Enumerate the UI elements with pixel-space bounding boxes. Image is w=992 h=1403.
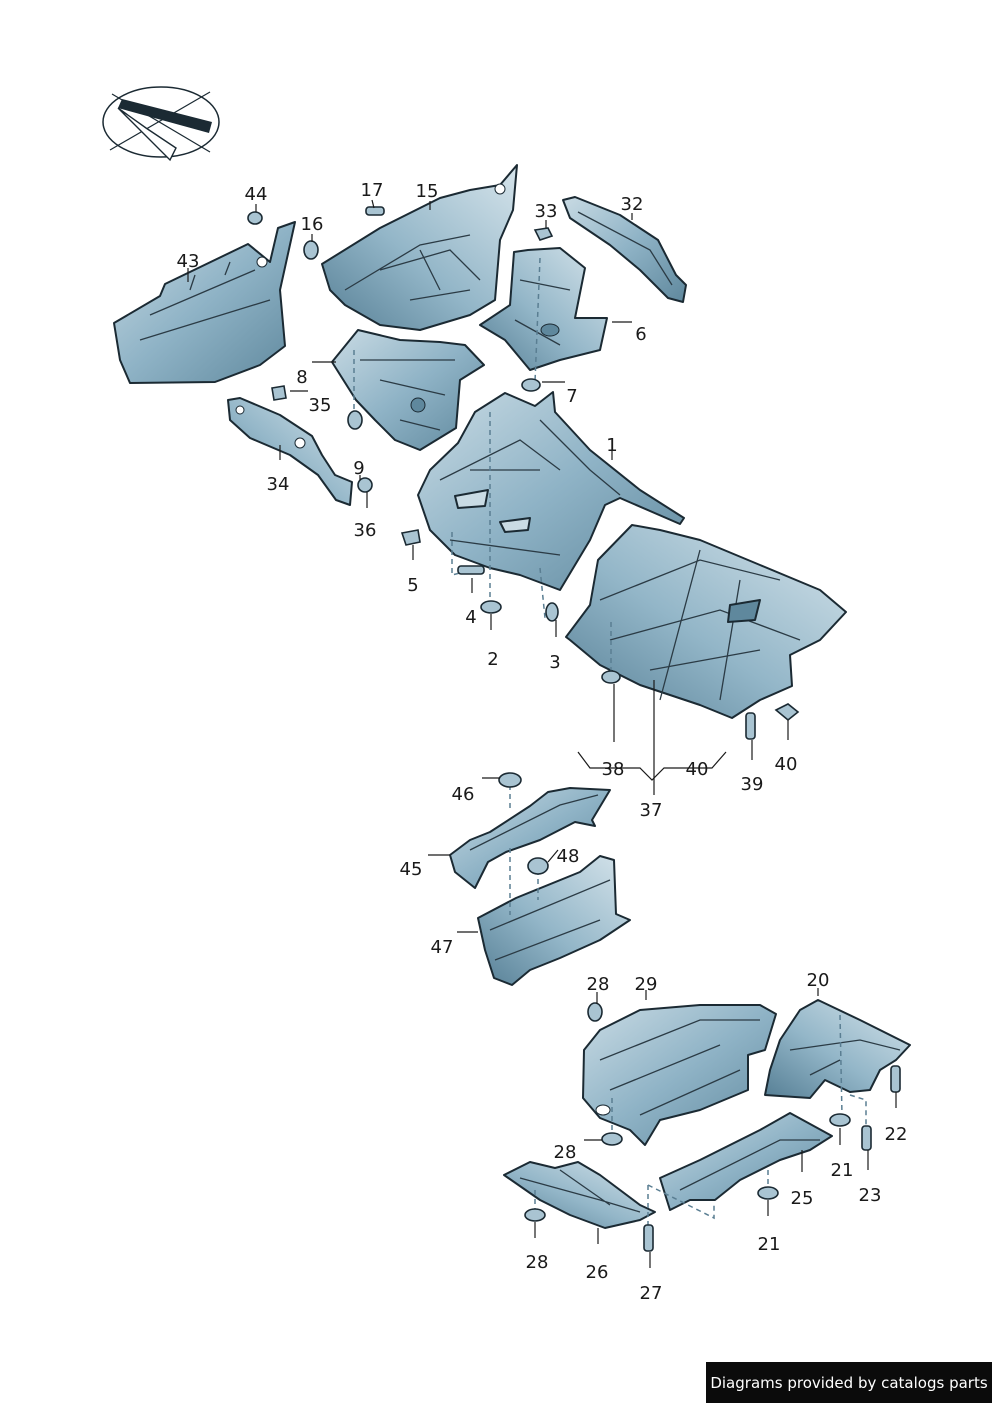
- callout-36: 36: [354, 520, 377, 541]
- callout-5: 5: [407, 575, 418, 596]
- fasteners: [247, 206, 901, 1252]
- credit-banner: Diagrams provided by catalogs parts: [706, 1362, 992, 1403]
- callout-2: 2: [487, 649, 498, 670]
- part-26-heat-shield: [503, 1161, 656, 1229]
- callout-3: 3: [549, 652, 560, 673]
- callout-7: 7: [566, 386, 577, 407]
- part-25-heat-shield: [659, 1112, 833, 1211]
- part-37-floor-heat-shield: [565, 524, 847, 719]
- part-34-bracket: [227, 397, 353, 506]
- part-32-bracket: [562, 196, 687, 303]
- callout-27: 27: [640, 1283, 663, 1304]
- callout-23: 23: [859, 1185, 882, 1206]
- clip-35: [271, 385, 287, 401]
- bolt-39: [745, 712, 756, 740]
- callout-21-upper: 21: [831, 1160, 854, 1181]
- callout-22: 22: [885, 1124, 908, 1145]
- bolt-27: [643, 1224, 654, 1252]
- screw-4: [457, 565, 485, 575]
- nut-21-upper: [829, 1113, 851, 1127]
- vehicle-orientation-icon: [102, 86, 220, 162]
- callout-6: 6: [635, 324, 646, 345]
- nut-16: [303, 240, 319, 260]
- nut-7: [521, 378, 541, 392]
- callout-21-lower: 21: [758, 1234, 781, 1255]
- screw-17: [365, 206, 385, 216]
- nut-3: [545, 602, 559, 622]
- nut-48: [527, 857, 549, 875]
- callout-38: 38: [602, 759, 625, 780]
- part-1-tunnel-heat-shield: [417, 391, 685, 591]
- nut-28-top: [587, 1002, 603, 1022]
- callout-48: 48: [557, 846, 580, 867]
- callout-39: 39: [741, 774, 764, 795]
- assembly-lines: [353, 257, 867, 1225]
- nut-2: [480, 600, 502, 614]
- part-45-heat-shield: [449, 787, 611, 889]
- callout-28-middle: 28: [554, 1142, 577, 1163]
- bolt-22: [890, 1065, 901, 1093]
- callout-4: 4: [465, 607, 476, 628]
- callout-8: 8: [296, 367, 307, 388]
- nut-46: [498, 772, 522, 788]
- callout-9: 9: [353, 458, 364, 479]
- callout-17: 17: [361, 180, 384, 201]
- callout-16: 16: [301, 214, 324, 235]
- callout-43: 43: [177, 251, 200, 272]
- callout-37: 37: [640, 800, 663, 821]
- callout-44: 44: [245, 184, 268, 205]
- nut-38: [601, 670, 621, 684]
- callout-26: 26: [586, 1262, 609, 1283]
- callout-40-bottom: 40: [686, 759, 709, 780]
- part-47-heat-shield: [477, 855, 631, 986]
- clip-5: [400, 529, 421, 546]
- callout-28-bottom: 28: [526, 1252, 549, 1273]
- part-20-heat-shield: [764, 999, 911, 1099]
- callout-29: 29: [635, 974, 658, 995]
- callout-35: 35: [309, 395, 332, 416]
- clip-33: [533, 227, 554, 241]
- callout-28-top: 28: [587, 974, 610, 995]
- callout-45: 45: [400, 859, 423, 880]
- callout-46: 46: [452, 784, 475, 805]
- nut-36: [357, 477, 373, 493]
- callout-25: 25: [791, 1188, 814, 1209]
- part-15-heat-shield: [321, 164, 518, 331]
- part-8-heat-shield: [331, 329, 485, 451]
- bolt-23: [861, 1125, 872, 1151]
- callout-34: 34: [267, 474, 290, 495]
- nut-28-middle: [601, 1132, 623, 1146]
- part-6-heat-shield: [479, 247, 608, 371]
- callout-15: 15: [416, 181, 439, 202]
- callout-32: 32: [621, 194, 644, 215]
- nut-21-lower: [757, 1186, 779, 1200]
- callout-1: 1: [606, 435, 617, 456]
- clip-40: [774, 703, 800, 722]
- callout-labels: 44 16 17 15 43 33 32 6 7 8 35 1 9 34 36 …: [177, 180, 908, 1304]
- nut-28-bottom: [524, 1208, 546, 1222]
- callout-47: 47: [431, 937, 454, 958]
- part-43-heat-shield: [113, 221, 296, 384]
- part-29-heat-shield: [582, 1004, 777, 1146]
- callout-33: 33: [535, 201, 558, 222]
- leader-lines: [187, 199, 897, 1268]
- callout-20: 20: [807, 970, 830, 991]
- nut-9: [347, 410, 363, 430]
- nut-44: [247, 211, 263, 225]
- callout-40-right: 40: [775, 754, 798, 775]
